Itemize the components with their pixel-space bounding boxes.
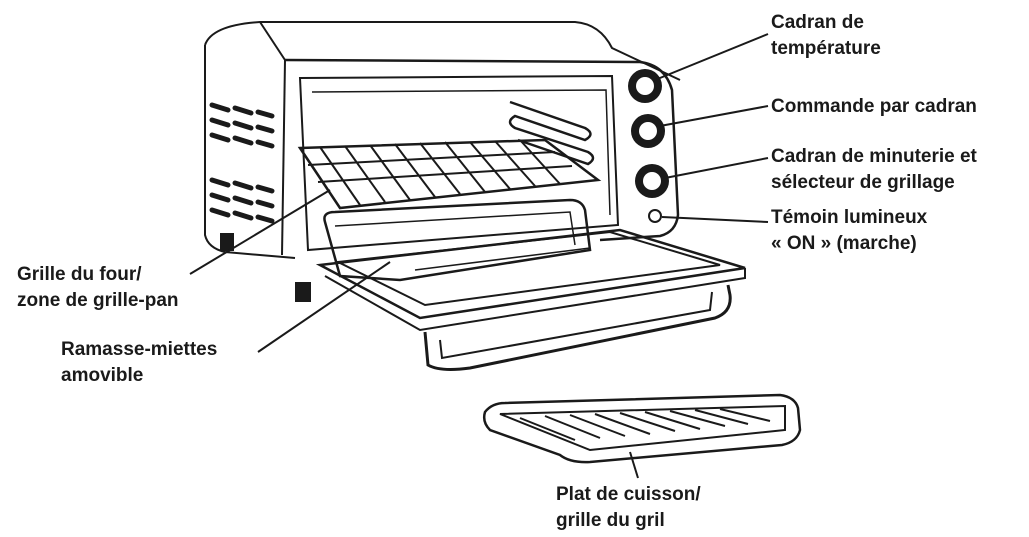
label-on-light-line2: « ON » (marche) [771, 233, 917, 254]
leader-pan [629, 451, 639, 479]
label-on-light: Témoin lumineux « ON » (marche) [771, 205, 927, 257]
vent-slots [209, 102, 275, 224]
baking-pan [482, 393, 802, 464]
leader-temperature [654, 33, 769, 81]
label-temperature-dial-line2: température [771, 38, 881, 59]
label-crumb-tray-line2: amovible [61, 365, 144, 386]
control-panel [628, 69, 669, 223]
label-temperature-dial-line1: Cadran de [771, 12, 864, 33]
door-handle [423, 284, 732, 371]
front-right-foot [295, 282, 311, 302]
label-crumb-tray-line1: Ramasse-miettes [61, 339, 218, 360]
label-baking-pan-line1: Plat de cuisson/ [556, 484, 701, 505]
label-crumb-tray: Ramasse-miettes amovible [61, 337, 217, 389]
label-timer-dial-line1: Cadran de minuterie et [771, 146, 977, 167]
label-control-dial-line1: Commande par cadran [771, 96, 977, 117]
label-oven-rack-line1: Grille du four/ [17, 264, 142, 285]
crumb-tray [323, 198, 592, 282]
front-left-foot [220, 233, 234, 251]
leader-light [661, 216, 769, 223]
leader-timer [664, 157, 769, 179]
label-control-dial: Commande par cadran [771, 94, 977, 120]
on-light-indicator [648, 209, 662, 223]
oven-body [204, 21, 681, 302]
label-oven-rack: Grille du four/ zone de grille-pan [17, 262, 179, 314]
label-timer-dial: Cadran de minuterie et sélecteur de gril… [771, 144, 977, 196]
oven-rack [297, 138, 602, 210]
label-temperature-dial: Cadran de température [771, 10, 881, 62]
leader-control [659, 105, 769, 127]
leader-rack [189, 189, 331, 275]
label-baking-pan-line2: grille du gril [556, 510, 665, 531]
heating-element [508, 100, 595, 166]
label-baking-pan: Plat de cuisson/ grille du gril [556, 482, 701, 534]
leader-crumb [257, 261, 391, 353]
leader-lines [189, 33, 769, 479]
label-oven-rack-line2: zone de grille-pan [17, 290, 179, 311]
oven-door [315, 228, 746, 371]
label-timer-dial-line2: sélecteur de grillage [771, 172, 955, 193]
label-on-light-line1: Témoin lumineux [771, 207, 928, 228]
